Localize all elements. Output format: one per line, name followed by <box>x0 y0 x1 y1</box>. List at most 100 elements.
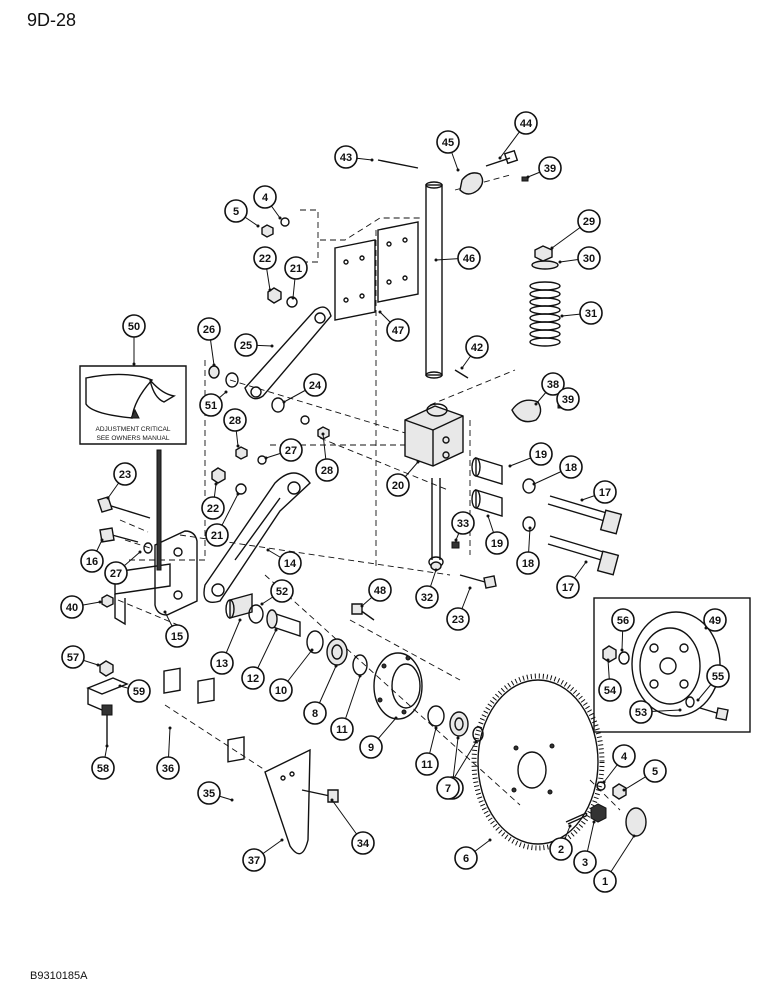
link-arm-part-25 <box>244 306 332 400</box>
callout-7: 7 <box>436 740 478 800</box>
callout-leader-end <box>96 663 100 667</box>
callout-number: 38 <box>547 379 559 391</box>
plates-part-47 <box>334 221 419 321</box>
callout-22: 22 <box>253 246 277 292</box>
callout-circle <box>91 756 115 780</box>
callout-circle <box>253 185 277 209</box>
nut-part-33 <box>451 541 460 549</box>
callout-leader-end <box>274 628 278 632</box>
threaded-rod <box>428 478 444 568</box>
callout-number: 44 <box>520 118 533 130</box>
callout-leader-end <box>260 602 264 606</box>
callout-leader-end <box>486 514 490 518</box>
callout-circle <box>199 393 223 417</box>
callout-number: 9 <box>368 742 374 754</box>
callout-circle <box>611 608 635 632</box>
callout-leader-end <box>696 698 700 702</box>
callout-20: 20 <box>386 460 420 497</box>
callout-circle <box>436 130 460 154</box>
callout-leader-end <box>528 526 532 530</box>
nut-part-29 <box>534 245 553 262</box>
callout-circle <box>386 473 410 497</box>
callout-circle <box>577 209 601 233</box>
callout-leader-end <box>98 600 102 604</box>
callout-34: 34 <box>330 798 375 855</box>
callout-number: 4 <box>262 192 269 204</box>
callout-35: 35 <box>197 781 234 805</box>
callout-number: 43 <box>340 152 352 164</box>
callout-circle <box>579 301 603 325</box>
callout-leader-end <box>264 456 268 460</box>
callout-leader-end <box>568 824 572 828</box>
callout-circle <box>541 372 565 396</box>
callout-number: 23 <box>119 469 131 481</box>
arm-part-14 <box>203 472 311 603</box>
callout-28: 28 <box>315 432 339 482</box>
parts: ADJUSTMENT CRITICAL SEE OWNERS MANUAL <box>79 149 751 855</box>
washer-part-30 <box>531 260 559 270</box>
callout-40: 40 <box>60 595 102 619</box>
callout-number: 27 <box>110 568 122 580</box>
callout-circle <box>60 595 84 619</box>
callout-circle <box>122 314 146 338</box>
callout-leader-end <box>534 402 538 406</box>
callout-circle <box>629 700 653 724</box>
callout-circle <box>205 523 229 547</box>
callout-number: 5 <box>233 206 239 218</box>
callout-23: 23 <box>106 462 137 500</box>
callout-circle <box>573 850 597 874</box>
callout-leader-end <box>456 168 460 172</box>
nut-part-22b <box>211 467 226 484</box>
callout-circle <box>465 335 489 359</box>
callout-number: 21 <box>211 530 223 542</box>
callout-circle <box>165 624 189 648</box>
bushing-part-19a <box>471 457 503 485</box>
callout-5: 5 <box>622 759 667 792</box>
bearing-part-8a <box>326 638 348 666</box>
callout-24: 24 <box>282 373 327 404</box>
callout-circle <box>330 717 354 741</box>
callout-leader-end <box>360 604 364 608</box>
callout-leader-end <box>592 820 596 824</box>
callout-leader-end <box>278 216 282 220</box>
collar-part-38 <box>511 399 542 423</box>
callout-leader-end <box>558 260 562 264</box>
callout-leader-end <box>138 550 142 554</box>
callout-circle <box>156 756 180 780</box>
callout-circle <box>201 496 225 520</box>
inset-hub-detail <box>593 597 751 733</box>
callout-16: 16 <box>80 538 104 573</box>
bolt-part-34 <box>301 789 339 803</box>
disk-part-6 <box>471 673 605 851</box>
callout-circle <box>643 759 667 783</box>
callout-number: 51 <box>205 400 217 412</box>
callout-circle <box>223 408 247 432</box>
collar-part-45 <box>459 172 484 195</box>
callout-57: 57 <box>61 645 100 669</box>
bolt-part-17b <box>547 535 620 576</box>
callout-49: 49 <box>703 608 727 632</box>
nut-part-5a <box>261 224 274 238</box>
bolt-part-58 <box>101 704 113 745</box>
callout-13: 13 <box>210 618 242 675</box>
callout-25: 25 <box>234 333 274 357</box>
callout-55: 55 <box>696 664 730 702</box>
callout-number: 17 <box>562 582 574 594</box>
callout-number: 10 <box>275 685 287 697</box>
callout-15: 15 <box>163 610 189 648</box>
callout-number: 2 <box>558 844 564 856</box>
alignment-lines <box>117 174 621 811</box>
callout-3: 3 <box>573 820 597 874</box>
callout-5: 5 <box>224 199 260 228</box>
callout-number: 39 <box>544 163 556 175</box>
washer-part-27c <box>143 542 153 554</box>
callout-26: 26 <box>197 317 221 367</box>
callout-number: 17 <box>599 487 611 499</box>
callout-circle <box>415 752 439 776</box>
callout-number: 11 <box>421 759 433 771</box>
callout-circle <box>270 579 294 603</box>
callout-number: 45 <box>442 137 454 149</box>
callout-54: 54 <box>598 658 622 702</box>
page-number: 9D-28 <box>27 10 77 30</box>
callout-leader-end <box>236 492 240 496</box>
